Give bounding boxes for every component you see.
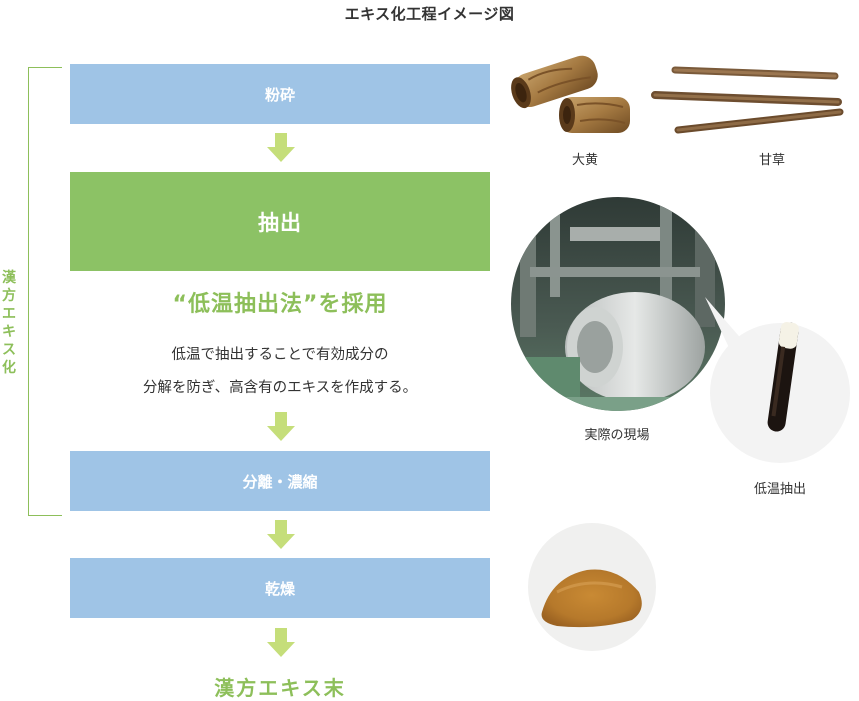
step-separate: 分離・濃縮 xyxy=(70,451,490,511)
step-extract: 抽出 xyxy=(70,172,490,271)
method-title: “低温抽出法”を採用 xyxy=(172,292,388,317)
powder-image xyxy=(528,523,656,651)
step-dry: 乾燥 xyxy=(70,558,490,618)
arrow-down-icon xyxy=(267,628,295,657)
process-bracket xyxy=(28,67,62,516)
arrow-down-icon xyxy=(267,520,295,549)
step-dry-label: 乾燥 xyxy=(264,579,295,598)
bracket-label: 漢方エキス化 xyxy=(2,270,16,376)
method-description: 低温で抽出することで有効成分の 分解を防ぎ、高含有のエキスを作成する。 xyxy=(70,339,490,405)
caption-kanzo: 甘草 xyxy=(758,153,785,168)
method-line-1: 低温で抽出することで有効成分の xyxy=(171,347,389,363)
kanzo-root-image xyxy=(651,66,844,134)
caption-site: 実際の現場 xyxy=(584,428,650,443)
final-product: 漢方エキス末 xyxy=(214,676,346,700)
caption-low-temp: 低温抽出 xyxy=(753,482,806,497)
step-crush: 粉砕 xyxy=(70,64,490,124)
step-extract-label: 抽出 xyxy=(258,210,302,235)
step-crush-label: 粉砕 xyxy=(264,85,295,104)
arrow-down-icon xyxy=(267,412,295,441)
diagram-title: エキス化工程イメージ図 xyxy=(344,5,515,23)
step-separate-label: 分離・濃縮 xyxy=(242,472,318,491)
test-tube-icon xyxy=(767,322,799,432)
daio-root-image xyxy=(511,55,630,133)
arrow-down-icon xyxy=(267,133,295,162)
caption-daio: 大黄 xyxy=(571,153,598,168)
method-line-2: 分解を防ぎ、高含有のエキスを作成する。 xyxy=(142,380,418,396)
factory-site-image xyxy=(511,197,850,463)
